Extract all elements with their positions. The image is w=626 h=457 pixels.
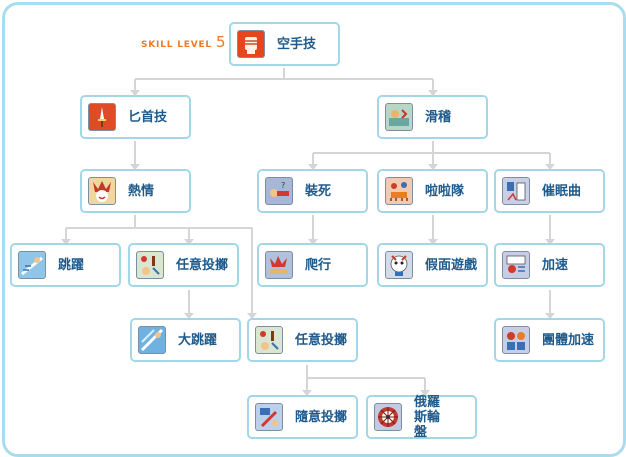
skill-node-random-throw[interactable]: 任意投擲	[128, 243, 239, 287]
jump-icon	[18, 251, 46, 279]
skill-name: 啦啦隊	[425, 183, 465, 199]
cheering-jester-icon	[385, 177, 413, 205]
lying-figure-icon: ?	[265, 177, 293, 205]
skill-node-karate[interactable]: 空手技	[229, 22, 340, 66]
skill-name: 跳躍	[58, 257, 85, 273]
svg-text:?: ?	[281, 181, 285, 190]
skill-name: 催眠曲	[542, 183, 582, 199]
group-haste-icon	[502, 326, 530, 354]
skill-name: 假面遊戲	[425, 257, 478, 273]
skill-node-group-haste[interactable]: 團體加速	[494, 318, 605, 362]
skill-name: 任意投擲	[176, 257, 229, 273]
skill-node-passion[interactable]: 熱情	[80, 169, 191, 213]
casual-throw-icon	[255, 403, 283, 431]
roulette-wheel-icon	[374, 403, 402, 431]
skill-node-haste[interactable]: 加速	[494, 243, 605, 287]
skill-level-value: 5	[215, 33, 226, 51]
skill-node-clown[interactable]: 滑稽	[377, 95, 488, 139]
skill-name: 隨意投擲	[295, 409, 348, 425]
skill-node-dagger[interactable]: 匕首技	[80, 95, 191, 139]
skill-node-masquerade[interactable]: 假面遊戲	[377, 243, 488, 287]
crawling-jester-icon	[265, 251, 293, 279]
skill-level-indicator: SKILL LEVEL 5	[141, 33, 226, 51]
dagger-icon	[88, 103, 116, 131]
jester-face-icon	[88, 177, 116, 205]
skill-node-random-throw-2[interactable]: 任意投擲	[247, 318, 358, 362]
skill-name: 裝死	[305, 183, 332, 199]
throwing-items-icon	[136, 251, 164, 279]
skill-node-roulette[interactable]: 俄羅斯輪盤	[366, 394, 477, 440]
lullaby-icon	[502, 177, 530, 205]
skill-name: 匕首技	[128, 109, 168, 125]
skill-name: 滑稽	[425, 109, 452, 125]
skill-name: 空手技	[277, 36, 317, 52]
skill-name: 任意投擲	[295, 332, 348, 348]
skill-node-great-jump[interactable]: 大跳躍	[130, 318, 241, 362]
haste-icon	[502, 251, 530, 279]
skill-node-play-dead[interactable]: ? 裝死	[257, 169, 368, 213]
clown-icon	[385, 103, 413, 131]
great-jump-icon	[138, 326, 166, 354]
skill-node-jump[interactable]: 跳躍	[10, 243, 121, 287]
skill-name: 加速	[542, 257, 569, 273]
skill-name: 熱情	[128, 183, 155, 199]
fist-icon	[237, 30, 265, 58]
skill-name: 俄羅斯輪盤	[414, 394, 441, 440]
throwing-items-icon	[255, 326, 283, 354]
skill-level-label: SKILL LEVEL	[141, 40, 212, 50]
mask-icon	[385, 251, 413, 279]
skill-name: 大跳躍	[178, 332, 218, 348]
skill-name: 團體加速	[542, 332, 595, 348]
skill-node-crawl[interactable]: 爬行	[257, 243, 368, 287]
skill-name: 爬行	[305, 257, 332, 273]
skill-node-lullaby[interactable]: 催眠曲	[494, 169, 605, 213]
skill-node-cheerleader[interactable]: 啦啦隊	[377, 169, 488, 213]
skill-node-casual-throw[interactable]: 隨意投擲	[247, 395, 358, 439]
